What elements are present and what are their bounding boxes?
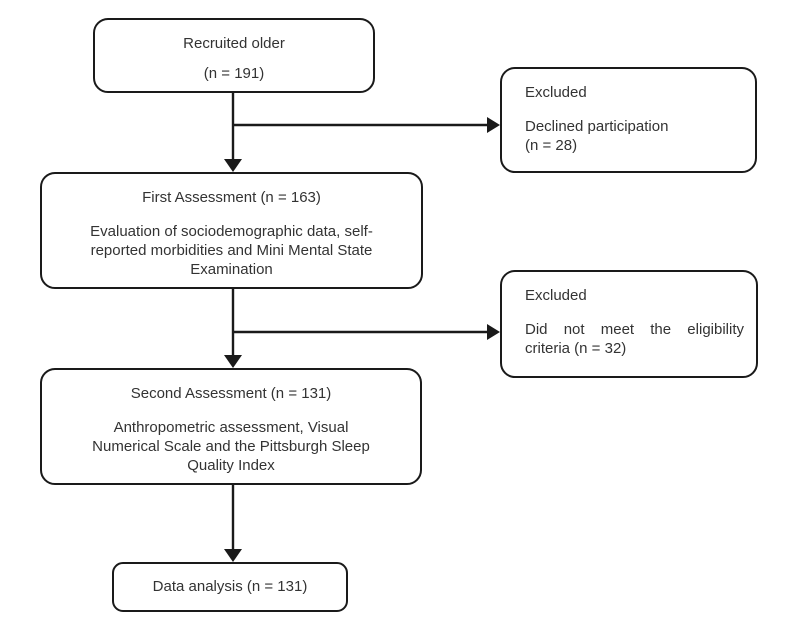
arrow-recruited-to-excluded-declined bbox=[233, 117, 500, 133]
arrow-recruited-to-first-assessment bbox=[224, 93, 242, 172]
box-second-assessment: Second Assessment (n = 131) Anthropometr… bbox=[40, 368, 422, 485]
arrow-first-to-excluded-eligibility bbox=[233, 324, 500, 340]
box-first-assessment-description: Evaluation of sociodemographic data, sel… bbox=[90, 223, 373, 278]
box-recruited-count: (n = 191) bbox=[203, 65, 265, 82]
box-excluded-eligibility: Excluded Did not meet the eligibility cr… bbox=[500, 270, 758, 378]
box-excluded-declined: Excluded Declined participation (n = 28) bbox=[500, 67, 757, 173]
box-excluded-declined-heading: Excluded bbox=[525, 84, 587, 101]
box-recruited: Recruited older (n = 191) bbox=[93, 18, 375, 93]
arrow-second-to-data-analysis bbox=[224, 485, 242, 562]
box-first-assessment: First Assessment (n = 163) Evaluation of… bbox=[40, 172, 423, 289]
box-excluded-declined-reason: Declined participation (n = 28) bbox=[525, 118, 669, 154]
arrow-first-to-second-assessment bbox=[224, 289, 242, 368]
box-second-assessment-description: Anthropometric assessment, Visual Numeri… bbox=[92, 419, 370, 474]
box-data-analysis: Data analysis (n = 131) bbox=[112, 562, 348, 612]
box-excluded-eligibility-reason: Did not meet the eligibility criteria (n… bbox=[525, 321, 744, 357]
box-second-assessment-heading: Second Assessment (n = 131) bbox=[130, 385, 332, 402]
box-recruited-heading: Recruited older bbox=[183, 35, 285, 52]
box-excluded-eligibility-heading: Excluded bbox=[525, 287, 587, 304]
box-first-assessment-heading: First Assessment (n = 163) bbox=[142, 189, 321, 206]
box-data-analysis-heading: Data analysis (n = 131) bbox=[152, 578, 308, 595]
